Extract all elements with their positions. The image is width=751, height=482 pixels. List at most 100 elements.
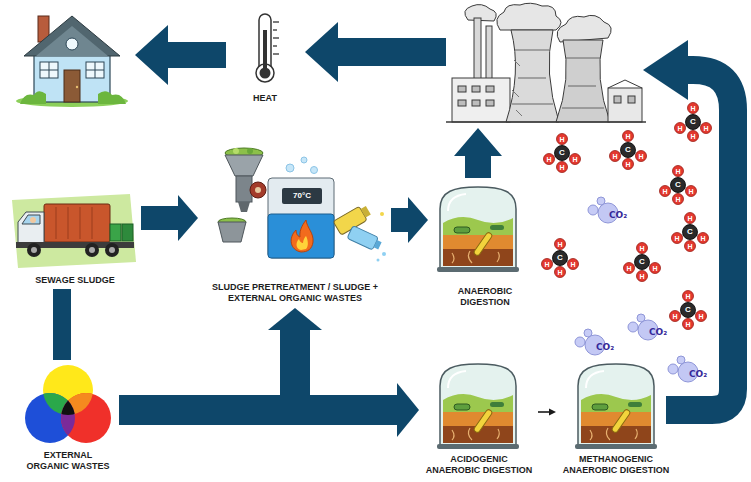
pretreatment-illustration xyxy=(297,236,308,250)
atom-label: H xyxy=(625,161,630,168)
generated-illustration xyxy=(437,103,712,450)
stage-label: SEWAGE SLUDGE xyxy=(13,275,137,286)
organic-waste-circles xyxy=(61,393,111,443)
pretreatment-illustration xyxy=(374,240,382,249)
atom-label: H xyxy=(675,196,680,203)
organic-waste-circles xyxy=(25,365,111,443)
thermometer-icon xyxy=(273,53,279,54)
organic-waste-circles xyxy=(61,393,111,443)
co2-molecule xyxy=(588,205,598,215)
methane-molecule xyxy=(673,194,684,205)
digester-tank xyxy=(490,402,504,407)
process-stage: ANAEROBIC DIGESTION xyxy=(430,180,540,310)
stage-label: ANAEROBIC DIGESTION xyxy=(440,286,530,308)
sewage-truck-icon xyxy=(85,243,99,257)
thermometer-icon xyxy=(273,21,279,22)
thermometer-icon xyxy=(273,45,277,46)
sewage-truck-icon xyxy=(105,243,119,257)
house-icon xyxy=(24,16,120,56)
atom-label: H xyxy=(698,313,703,320)
pretreatment-illustration xyxy=(311,167,318,174)
atom-label: H xyxy=(557,241,562,248)
methane-molecule xyxy=(672,233,683,244)
methane-molecule xyxy=(670,291,707,330)
digester-tank xyxy=(454,227,470,233)
methane-molecule xyxy=(623,159,634,170)
pretreatment-illustration xyxy=(218,222,246,242)
power-plant-sketch xyxy=(497,3,561,30)
house-icon xyxy=(98,91,126,104)
atom-label: H xyxy=(675,168,680,175)
atom-label: H xyxy=(638,153,643,160)
power-plant-sketch xyxy=(446,3,646,122)
atom-label: H xyxy=(639,245,644,252)
digester-tank xyxy=(443,217,513,235)
pretreatment-illustration xyxy=(291,220,313,252)
sewage-truck-icon xyxy=(12,194,136,268)
plant-to-heat-arrow xyxy=(305,22,446,82)
digester-tank xyxy=(440,364,516,446)
digester-tank xyxy=(581,394,651,412)
plant-to-heat-arrow xyxy=(305,22,446,82)
methane-molecule xyxy=(544,134,581,173)
methane-molecule xyxy=(555,239,566,250)
methane-molecule xyxy=(610,151,621,162)
methane-molecule xyxy=(698,233,709,244)
methane-molecule xyxy=(557,162,568,173)
methane-molecule xyxy=(671,178,686,193)
methane-molecule xyxy=(683,291,694,302)
process-stage: SEWAGE SLUDGE xyxy=(10,188,140,288)
flow-arrow xyxy=(119,383,419,437)
atom-label: C xyxy=(675,181,681,189)
pretreatment-illustration xyxy=(247,148,253,154)
methane-molecule xyxy=(635,255,650,270)
atom-label: H xyxy=(687,243,692,250)
power-plant-sketch xyxy=(608,80,642,88)
house-icon xyxy=(40,62,58,78)
methane-molecule xyxy=(675,103,712,142)
organic-waste-circles xyxy=(61,393,111,443)
arrow-head xyxy=(178,195,198,241)
biogas-return-arrow xyxy=(643,40,733,410)
sewage-truck-icon xyxy=(22,215,40,224)
atom-label: H xyxy=(572,156,577,163)
pretreatment-illustration xyxy=(255,187,261,193)
methane-molecule xyxy=(688,131,699,142)
power-plant-sketch xyxy=(614,96,621,103)
power-plant-sketch xyxy=(486,86,494,92)
thermometer-icon xyxy=(259,14,271,72)
power-plant-sketch xyxy=(458,100,466,106)
arrow-shaft xyxy=(538,411,550,413)
digestion-to-plant-arrow xyxy=(454,128,502,178)
power-plant-sketch xyxy=(557,15,611,42)
power-plant-sketch xyxy=(472,86,480,92)
pretreatment-illustration xyxy=(218,148,386,262)
atom-label: H xyxy=(557,269,562,276)
molecule-label: CO₂ xyxy=(596,343,614,352)
thermometer-icon xyxy=(260,68,271,79)
digester-tank xyxy=(437,444,519,449)
thermometer-icon xyxy=(256,14,279,82)
methane-molecule xyxy=(555,146,570,161)
arrow-shaft xyxy=(391,208,409,232)
digester-tank xyxy=(448,371,466,388)
flow-arrow xyxy=(141,195,198,241)
atom-label: C xyxy=(625,146,631,154)
arrow-head xyxy=(408,197,428,243)
arrow-head xyxy=(397,383,419,437)
house-icon xyxy=(64,70,80,102)
flow-arrow xyxy=(62,289,63,360)
process-stage: HEAT xyxy=(228,8,302,106)
sewage-truck-icon xyxy=(89,247,95,253)
thermometer-icon xyxy=(273,37,279,38)
arrow-shaft xyxy=(141,206,179,230)
power-plant-sketch xyxy=(474,18,481,82)
digester-tank xyxy=(628,402,642,407)
methane-molecule xyxy=(624,243,661,282)
house-icon xyxy=(36,26,108,56)
house-icon xyxy=(16,16,128,107)
methane-molecule xyxy=(610,131,647,170)
pretreatment-illustration xyxy=(282,188,322,204)
digester-tank xyxy=(443,394,513,412)
